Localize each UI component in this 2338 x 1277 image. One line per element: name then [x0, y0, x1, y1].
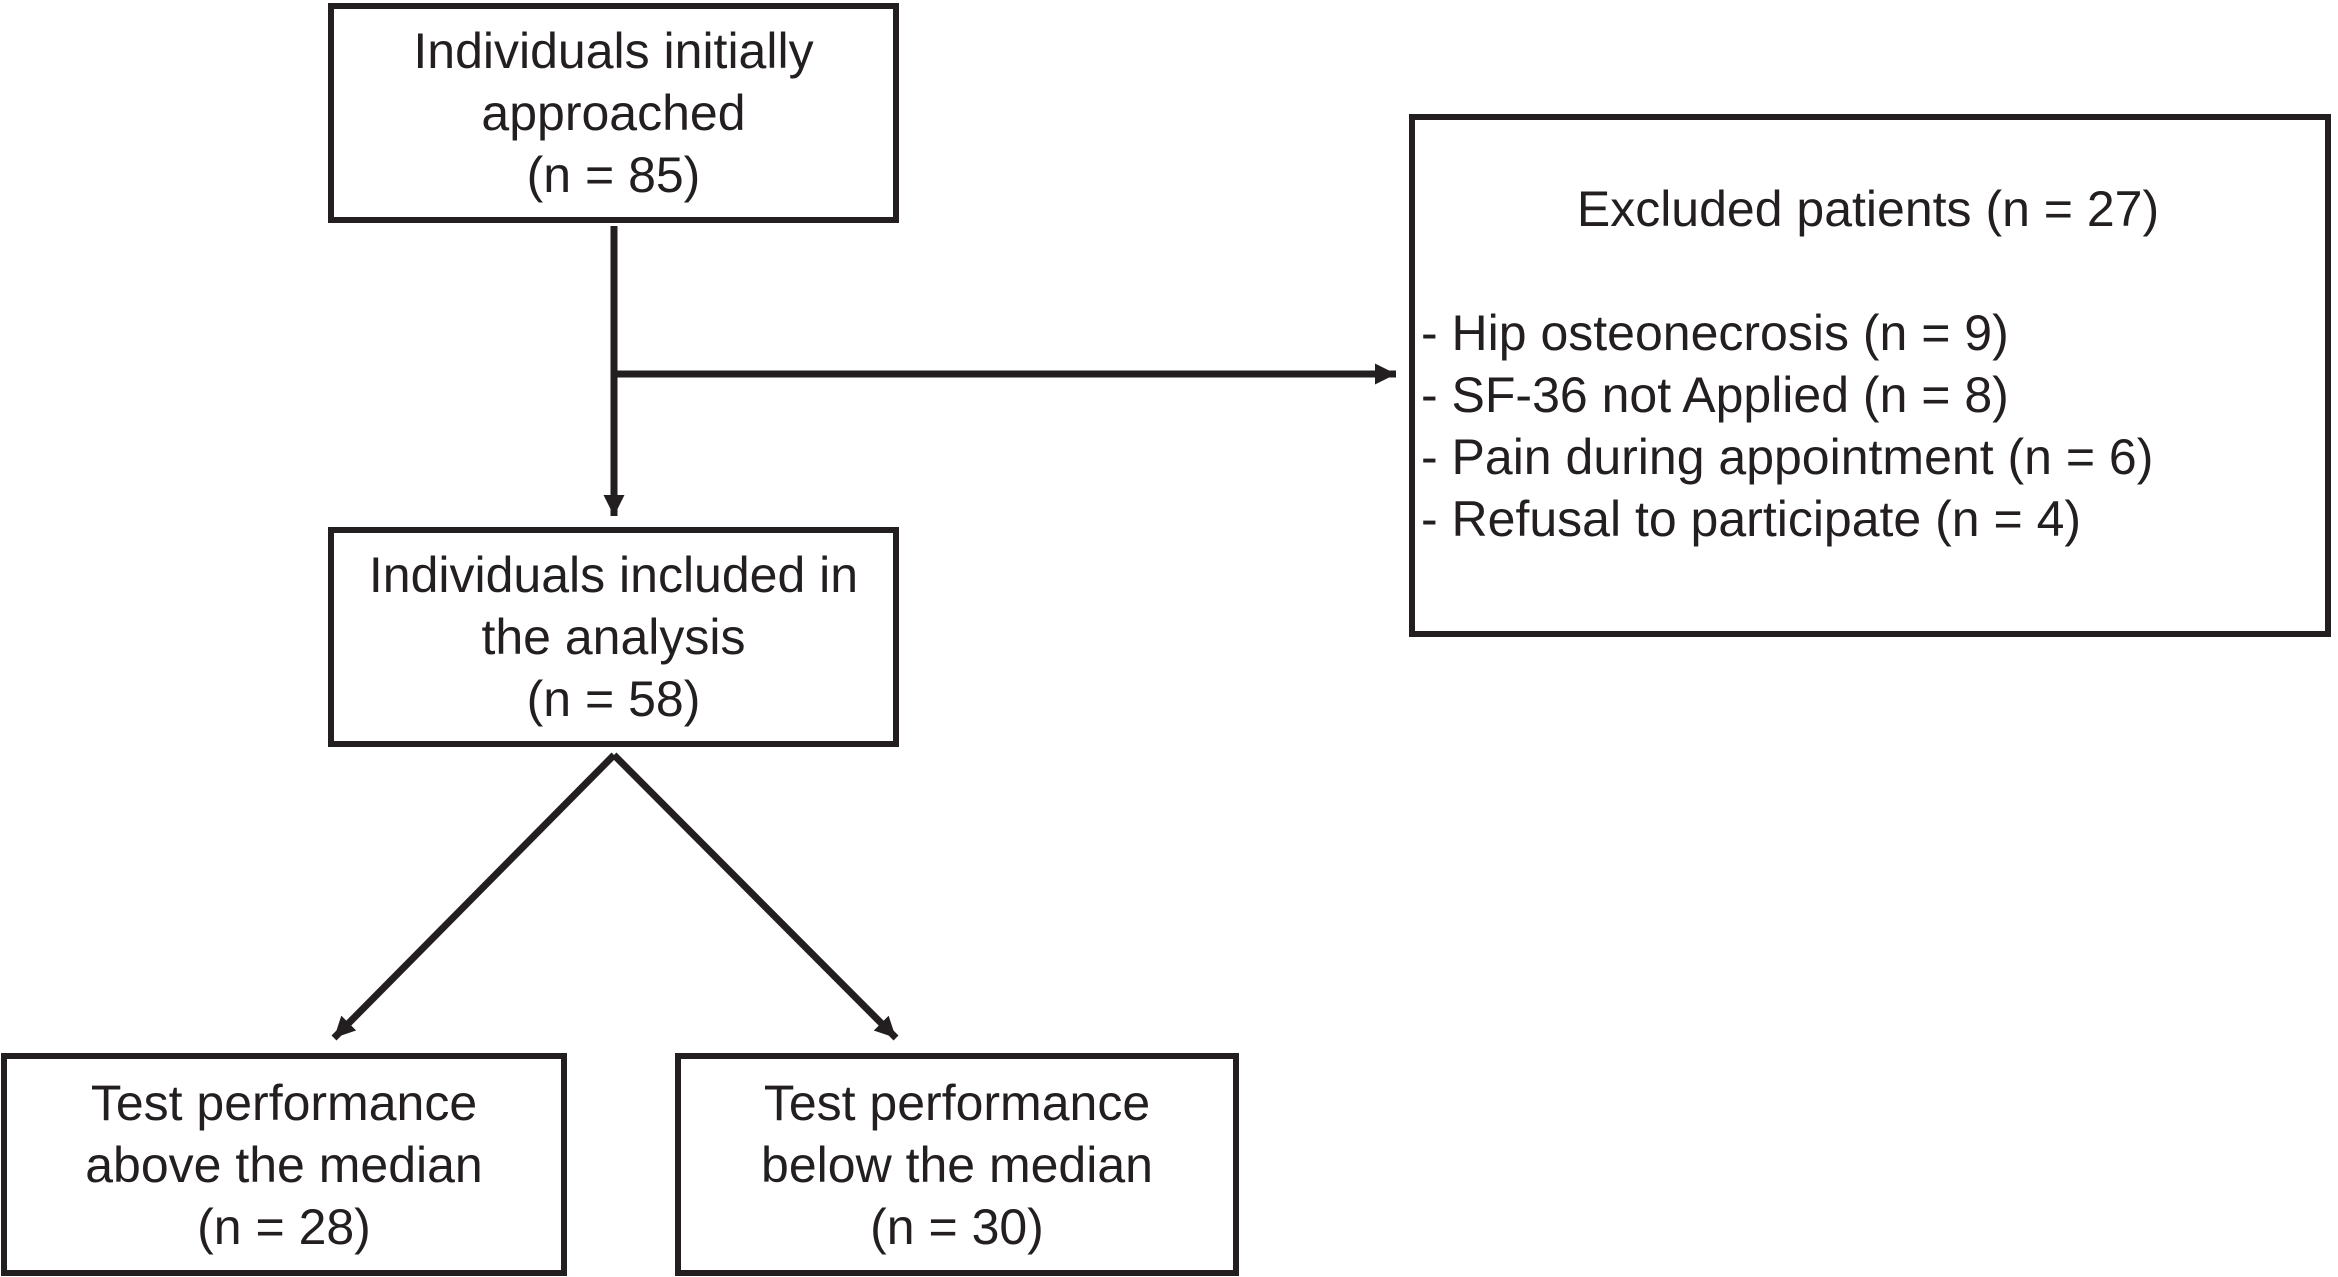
box-above-median: Test performance above the median (n = 2…	[1, 1053, 567, 1276]
box-individuals-included: Individuals included in the analysis (n …	[328, 527, 899, 747]
below-median-text: Test performance below the median (n = 3…	[761, 1074, 1153, 1255]
box-excluded-patients: Excluded patients (n = 27) - Hip osteone…	[1409, 114, 2331, 637]
arrow-to-below-median	[611, 752, 899, 1041]
above-median-text: Test performance above the median (n = 2…	[85, 1074, 483, 1255]
individuals-included-text: Individuals included in the analysis (n …	[368, 547, 859, 727]
individuals-approached-text: Individuals initially approached (n = 85…	[413, 23, 814, 203]
box-individuals-approached: Individuals initially approached (n = 85…	[328, 3, 899, 223]
excluded-reasons-list: - Hip osteonecrosis (n = 9) - SF-36 not …	[1421, 302, 2315, 550]
excluded-reason-sf36-not-applied: - SF-36 not Applied (n = 8)	[1421, 367, 2009, 423]
excluded-reason-pain-during-appointment: - Pain during appointment (n = 6)	[1421, 429, 2154, 485]
excluded-patients-title: Excluded patients (n = 27)	[1576, 181, 2160, 237]
arrow-to-above-median	[331, 752, 617, 1041]
excluded-reason-hip-osteonecrosis: - Hip osteonecrosis (n = 9)	[1421, 305, 2009, 361]
box-below-median: Test performance below the median (n = 3…	[675, 1053, 1239, 1276]
excluded-reason-refusal-to-participate: - Refusal to participate (n = 4)	[1421, 491, 2082, 547]
